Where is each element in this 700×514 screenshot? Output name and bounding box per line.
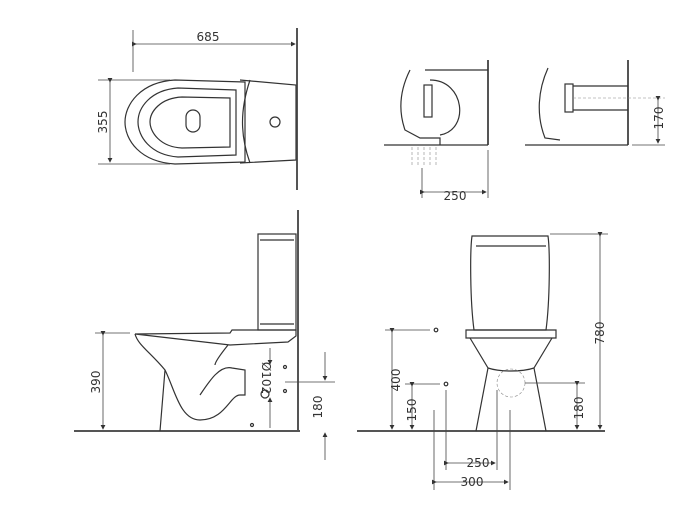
top-width-dimension: 685 [197, 30, 220, 44]
top-view: 685 355 [96, 28, 298, 190]
total-height-dimension: 780 [593, 322, 607, 345]
front-view: 400 150 780 180 250 300 [357, 232, 608, 490]
side-view: 390 Ø102 180 [74, 210, 335, 460]
side-outlet-height-dimension: 180 [311, 396, 325, 419]
outlet-a-dimension: 250 [444, 189, 467, 203]
front-outlet-height-dimension: 180 [572, 397, 586, 420]
outlet-diameter-dimension: Ø102 [259, 362, 273, 394]
lower-fixing-dimension: 150 [405, 399, 419, 422]
outlet-detail-b: 170 [525, 60, 666, 146]
outlet-b-dimension: 170 [652, 107, 666, 130]
floor-outlet-hatch-icon [411, 147, 437, 165]
outlet-detail-a: 250 [384, 60, 489, 203]
fixing-spacing-dimension: 250 [467, 456, 490, 470]
base-width-dimension: 300 [461, 475, 484, 489]
seat-height-dimension: 390 [89, 371, 103, 394]
top-depth-dimension: 355 [96, 111, 110, 134]
fixing-height-dimension: 400 [389, 369, 403, 392]
